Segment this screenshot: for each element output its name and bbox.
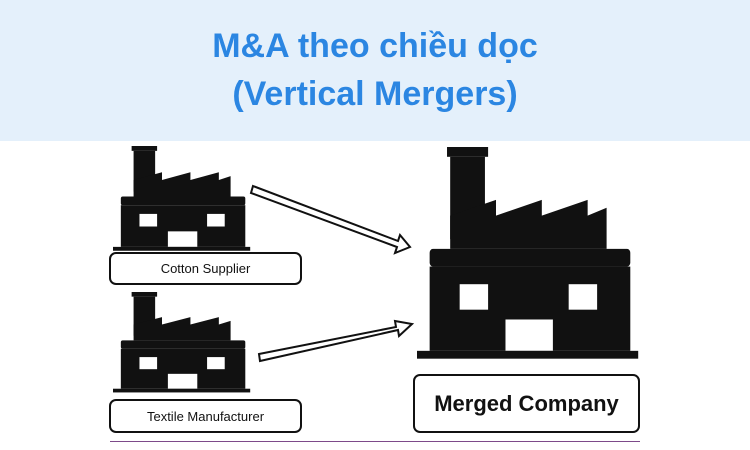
bottom-divider <box>110 441 640 442</box>
title-line-2: (Vertical Mergers) <box>232 75 518 113</box>
merged-company-factory-icon <box>417 147 639 359</box>
title-line-1: M&A theo chiều dọc <box>212 27 538 65</box>
textile-manufacturer-label: Textile Manufacturer <box>109 399 302 433</box>
textile-manufacturer-factory-icon <box>113 292 251 393</box>
cotton-to-merged-arrow-icon <box>249 184 412 255</box>
cotton-supplier-factory-icon <box>113 146 251 251</box>
textile-to-merged-arrow-icon <box>257 319 415 363</box>
cotton-supplier-label: Cotton Supplier <box>109 252 302 285</box>
merged-company-label: Merged Company <box>413 374 640 433</box>
title-banner: M&A theo chiều dọc (Vertical Mergers) <box>0 0 750 141</box>
